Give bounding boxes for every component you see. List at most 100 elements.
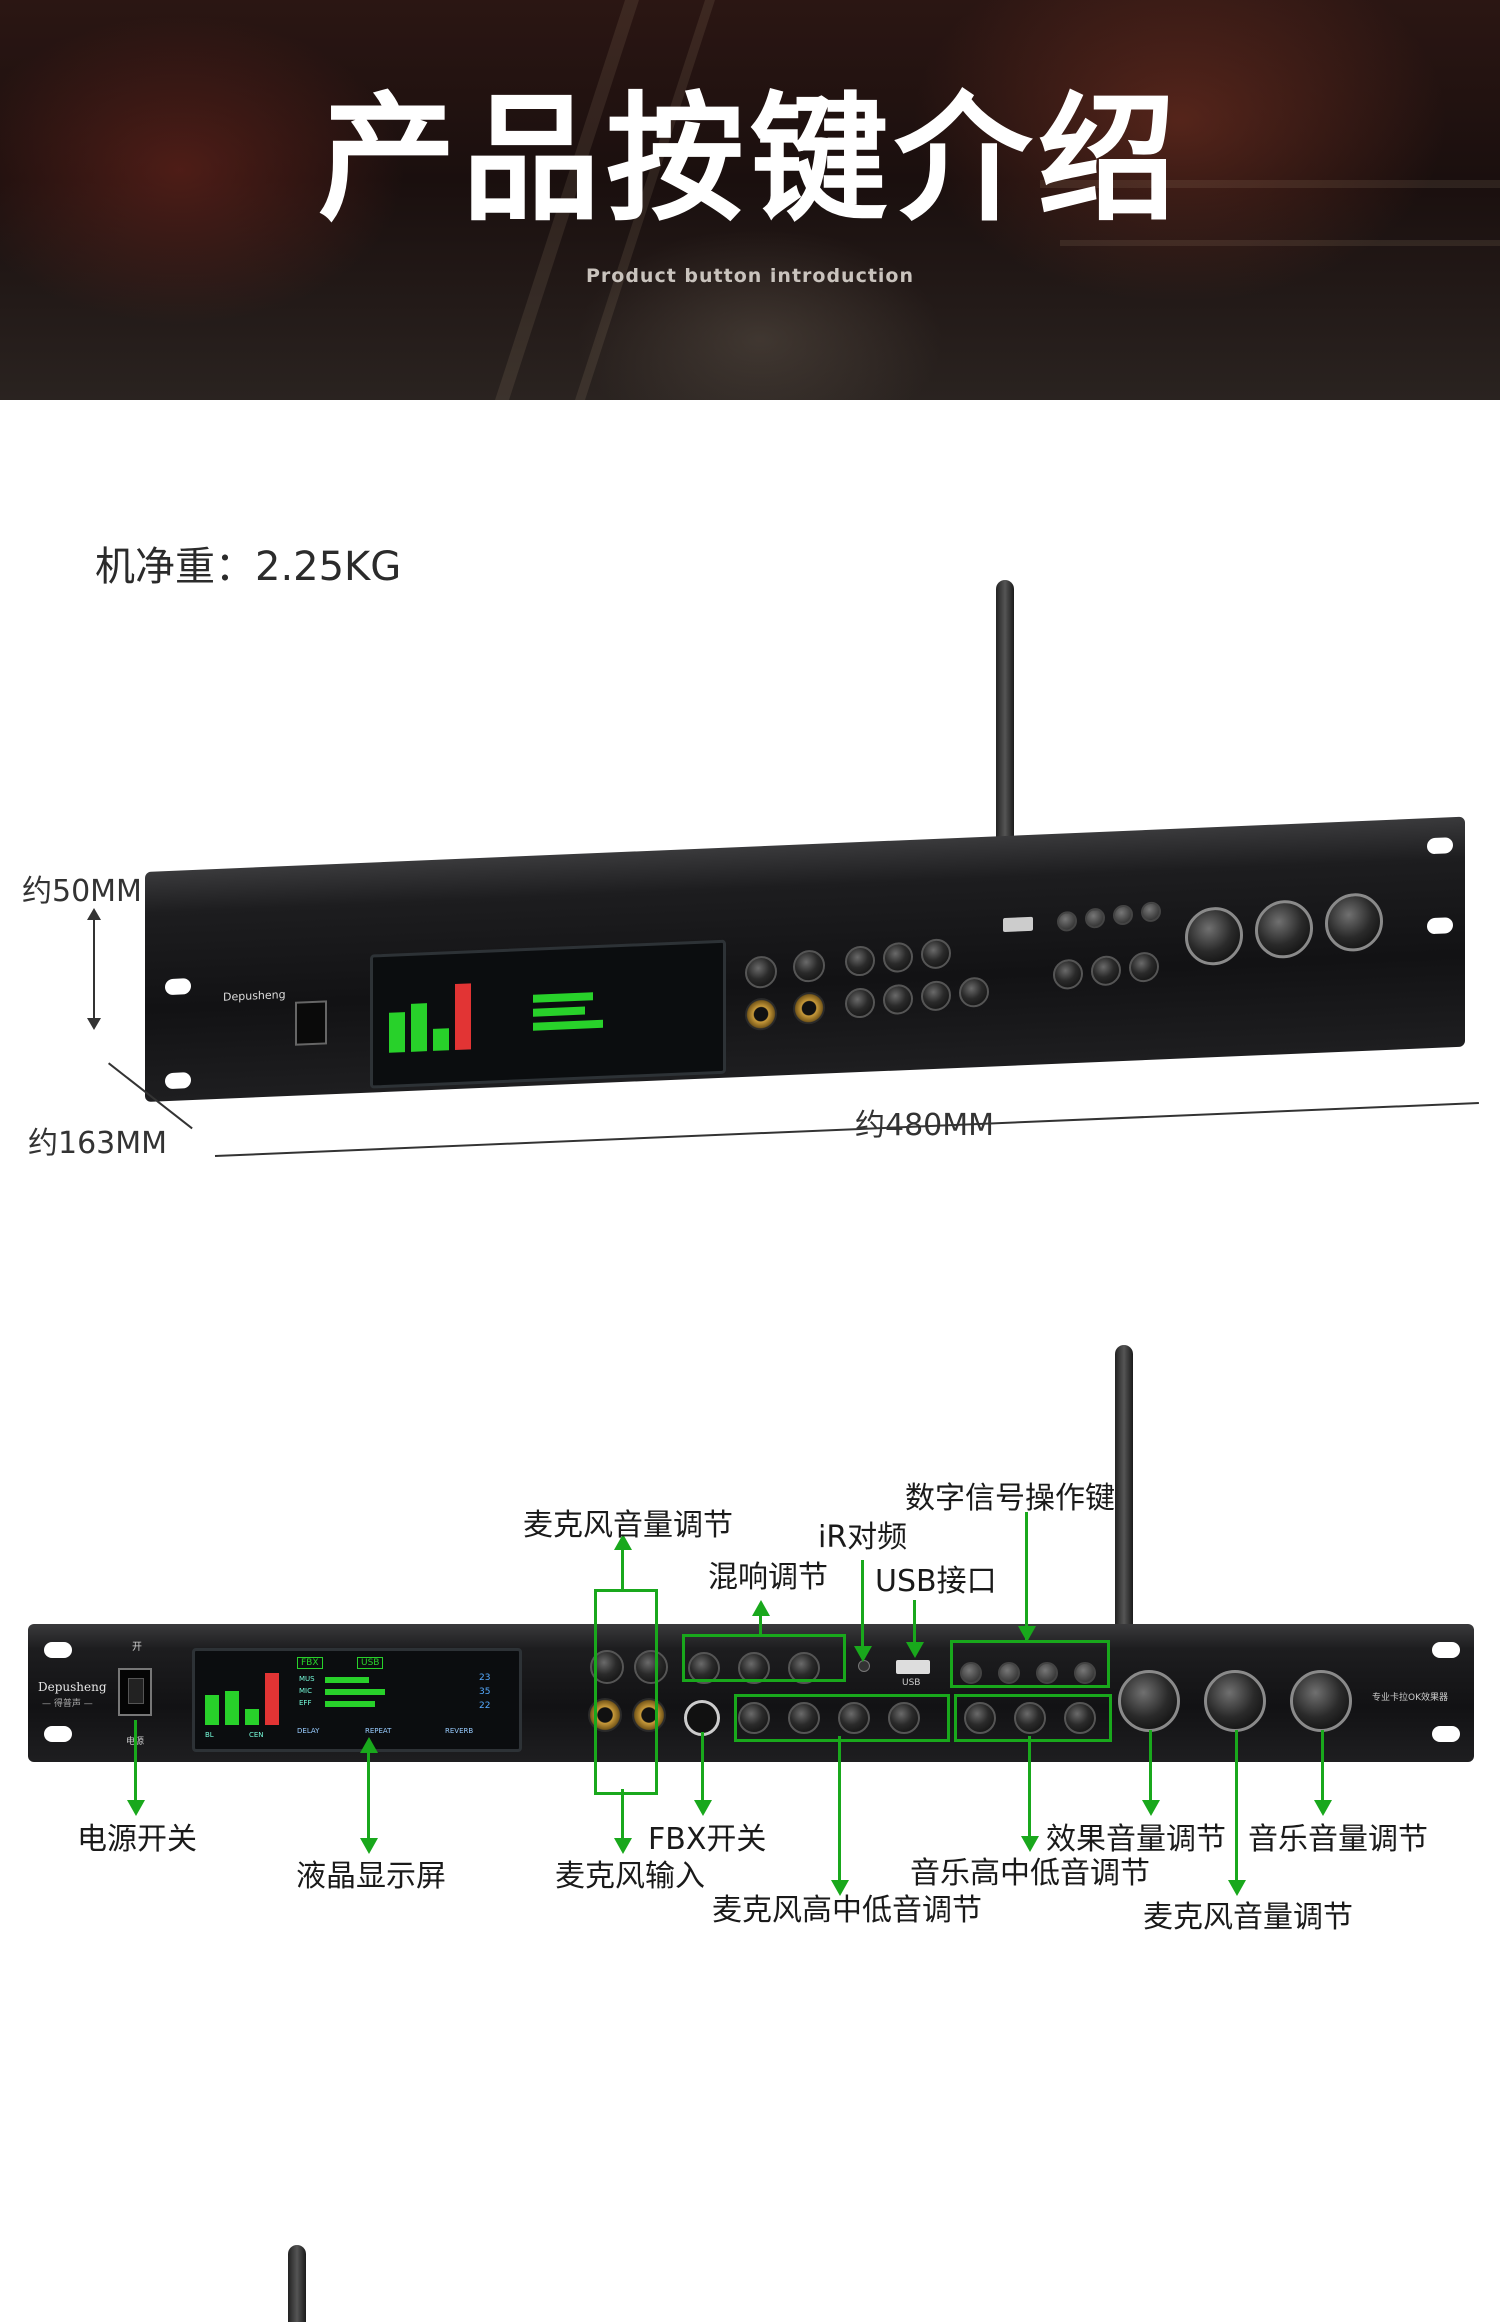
lcd-channel: EFF — [299, 1699, 312, 1707]
mic-volume-left-label: 麦克风音量调节 — [523, 1508, 733, 1543]
music-eq-knob[interactable] — [1053, 958, 1083, 990]
ir-pairing-label: iR对频 — [818, 1520, 908, 1555]
mic-volume-knob[interactable] — [745, 955, 777, 989]
power-on-label: 开 — [132, 1642, 142, 1653]
digital-key[interactable] — [1141, 901, 1161, 923]
leader-line — [701, 1732, 704, 1806]
level-bar — [533, 1006, 585, 1017]
digital-key[interactable] — [998, 1662, 1020, 1684]
leader-line — [1025, 1512, 1028, 1640]
leader-line — [838, 1736, 841, 1886]
mic-master-knob[interactable] — [1255, 899, 1313, 960]
leader-line — [367, 1745, 370, 1841]
level-bar — [533, 1019, 603, 1031]
mic-master-volume-knob[interactable] — [1204, 1670, 1266, 1732]
mic1-input-jack[interactable] — [588, 1698, 622, 1732]
arrow-icon — [1142, 1800, 1160, 1816]
page-subtitle: Product button introduction — [585, 265, 915, 287]
arrow-icon — [87, 908, 101, 920]
level-bar — [245, 1709, 259, 1725]
usb-port[interactable] — [896, 1660, 930, 1674]
rack-hole — [165, 978, 191, 996]
lcd-tag: FBX — [297, 1657, 323, 1669]
lcd-readout: 35 — [479, 1687, 491, 1697]
arrow-icon — [854, 1646, 872, 1662]
mic-eq-knob[interactable] — [788, 1702, 820, 1734]
reverb-knob[interactable] — [788, 1652, 820, 1684]
reverb-knob[interactable] — [921, 938, 951, 970]
mic-eq-knob[interactable] — [959, 976, 989, 1008]
reverb-knob[interactable] — [688, 1652, 720, 1684]
mic-eq-knob[interactable] — [838, 1702, 870, 1734]
mic-eq-knob[interactable] — [883, 983, 913, 1016]
lcd-channel: MIC — [299, 1687, 312, 1695]
music-eq-knob[interactable] — [1129, 951, 1159, 983]
arrow-icon — [1018, 1626, 1036, 1642]
power-switch[interactable] — [295, 1000, 327, 1046]
mic-eq-knob[interactable] — [845, 987, 875, 1019]
digital-key[interactable] — [1085, 907, 1105, 929]
rack-hole — [1432, 1642, 1460, 1658]
background-stripe — [1060, 240, 1500, 246]
brand-logo: Depusheng — [223, 988, 286, 1004]
lcd-bar-label: CEN — [249, 1731, 264, 1739]
arrow-icon — [1021, 1836, 1039, 1852]
music-eq-knob[interactable] — [1064, 1702, 1096, 1734]
reverb-knob[interactable] — [738, 1652, 770, 1684]
lcd-footer: REVERB — [445, 1727, 474, 1735]
mic-eq-highlight — [734, 1694, 950, 1742]
music-eq-knob[interactable] — [964, 1702, 996, 1734]
mic2-volume-knob[interactable] — [634, 1650, 668, 1684]
lcd-readout: 23 — [479, 1673, 491, 1683]
digital-key[interactable] — [1036, 1662, 1058, 1684]
music-volume-knob[interactable] — [1325, 892, 1383, 953]
rack-hole — [44, 1642, 72, 1658]
height-line — [93, 912, 95, 1022]
music-volume-knob[interactable] — [1290, 1670, 1352, 1732]
level-bar — [411, 1003, 427, 1052]
antenna — [996, 580, 1014, 852]
level-bar — [225, 1691, 239, 1725]
leader-line — [1321, 1730, 1324, 1806]
level-bar — [325, 1677, 369, 1683]
digital-key[interactable] — [960, 1662, 982, 1684]
mic-eq-knob[interactable] — [888, 1702, 920, 1734]
mic2-input-jack[interactable] — [632, 1698, 666, 1732]
rack-hole — [165, 1072, 191, 1090]
music-eq-knob[interactable] — [1091, 955, 1121, 987]
leader-line — [621, 1789, 624, 1841]
music-eq-label: 音乐高中低音调节 — [910, 1856, 1150, 1891]
lcd-readout: 22 — [479, 1701, 491, 1711]
mic-volume-knob[interactable] — [793, 949, 825, 983]
level-bar — [433, 1028, 449, 1051]
music-eq-highlight — [954, 1694, 1112, 1742]
mic-eq-knob[interactable] — [921, 980, 951, 1012]
fbx-switch[interactable] — [684, 1700, 720, 1736]
mic-group-highlight — [594, 1589, 658, 1795]
rocker[interactable] — [128, 1678, 144, 1704]
effect-volume-knob[interactable] — [1118, 1670, 1180, 1732]
leader-line — [1028, 1736, 1031, 1842]
level-bar — [455, 983, 471, 1051]
mic-volume-right-label: 麦克风音量调节 — [1143, 1900, 1353, 1935]
power-switch[interactable] — [118, 1668, 152, 1716]
usb-port[interactable] — [1003, 916, 1033, 933]
width-label: 约480MM — [855, 1108, 995, 1143]
mic-eq-knob[interactable] — [738, 1702, 770, 1734]
arrow-icon — [614, 1534, 632, 1550]
leader-line — [861, 1560, 864, 1658]
mic-input-jack[interactable] — [793, 991, 825, 1025]
effect-volume-knob[interactable] — [1185, 905, 1243, 967]
digital-key[interactable] — [1113, 904, 1133, 926]
digital-key[interactable] — [1074, 1662, 1096, 1684]
mic-input-jack[interactable] — [745, 997, 777, 1031]
leader-line — [913, 1600, 916, 1652]
arrow-icon — [694, 1800, 712, 1816]
reverb-knob[interactable] — [845, 945, 875, 977]
music-eq-knob[interactable] — [1014, 1702, 1046, 1734]
reverb-knob[interactable] — [883, 941, 913, 974]
level-bar — [389, 1012, 405, 1053]
rack-hole — [1427, 917, 1453, 935]
digital-key[interactable] — [1057, 910, 1077, 932]
arrow-icon — [87, 1018, 101, 1030]
